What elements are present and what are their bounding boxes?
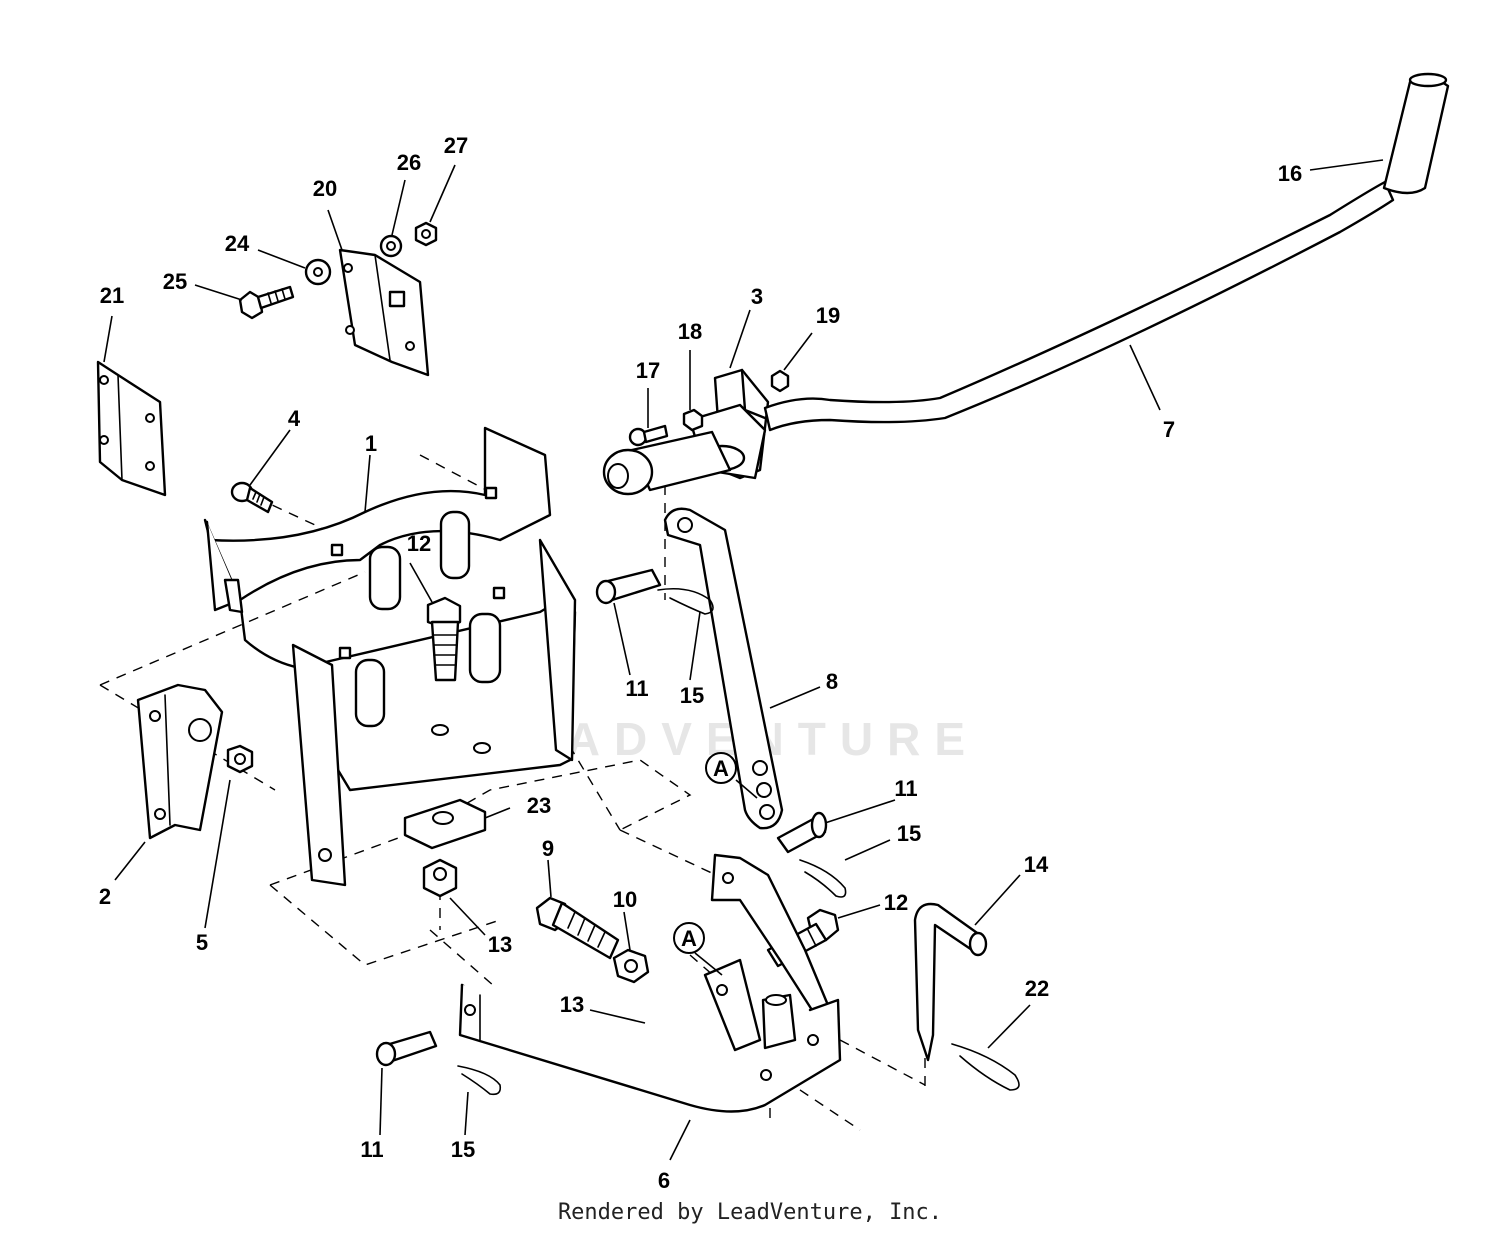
callout-27: 27 [444, 133, 468, 158]
callout-2: 2 [99, 884, 111, 909]
callout-10: 10 [613, 887, 637, 912]
front-bracket-6 [458, 853, 842, 1113]
bolt-12-upper [426, 596, 462, 682]
lock-washer-26 [379, 234, 403, 258]
lift-lever-rod-7 [763, 180, 1395, 432]
callout-12-upper: 12 [407, 531, 431, 556]
callout-11-upper: 11 [625, 676, 648, 701]
reference-marker-label: A [681, 926, 697, 951]
callout-8: 8 [826, 669, 838, 694]
callout-11-lower: 11 [360, 1137, 383, 1162]
screw-4 [230, 481, 274, 514]
nut-18 [682, 408, 704, 432]
plate-bracket-21 [96, 360, 167, 497]
callout-12-lower: 12 [884, 890, 908, 915]
hair-pin-15-mid [799, 859, 847, 898]
callout-7: 7 [1163, 417, 1175, 442]
callout-3: 3 [751, 284, 763, 309]
lock-nut-13-left [422, 858, 458, 898]
callout-4: 4 [288, 406, 301, 431]
lift-link-8 [663, 507, 784, 830]
clevis-pin-11-upper [595, 568, 662, 605]
callout-25: 25 [163, 269, 187, 294]
hair-pin-15-lower [457, 1065, 502, 1096]
pin-14 [913, 902, 988, 1062]
washer-24 [304, 258, 332, 286]
reference-marker-a-upper: A [705, 752, 737, 784]
handle-grip-16 [1382, 72, 1450, 195]
callout-17: 17 [636, 358, 660, 383]
hair-pin-15-upper [657, 587, 714, 615]
bolt-25 [238, 285, 295, 320]
hair-pin-22 [951, 1043, 1020, 1091]
callout-15-lower: 15 [451, 1137, 475, 1162]
callout-15-upper: 15 [680, 683, 704, 708]
hex-nut-27 [414, 221, 438, 247]
side-bracket [136, 683, 224, 840]
callout-13-left: 13 [488, 932, 512, 957]
callout-5: 5 [196, 930, 208, 955]
callout-14: 14 [1024, 852, 1049, 877]
screw-17 [628, 424, 669, 447]
square-plate-23 [403, 798, 487, 850]
callout-24: 24 [225, 231, 250, 256]
callout-18: 18 [678, 319, 702, 344]
bolt-9 [535, 896, 620, 960]
reference-marker-a-lower: A [673, 922, 705, 954]
clevis-pin-11-lower [375, 1030, 438, 1067]
lever-bracket-3 [602, 368, 770, 496]
callout-15-mid: 15 [897, 821, 921, 846]
callout-19: 19 [816, 303, 840, 328]
callout-22: 22 [1025, 976, 1049, 1001]
leader-lines [103, 159, 1384, 1161]
clevis-pin-11-mid [776, 811, 828, 854]
callout-6: 6 [658, 1168, 670, 1193]
callout-16: 16 [1278, 161, 1302, 186]
callout-1: 1 [365, 431, 377, 456]
callout-9: 9 [542, 836, 554, 861]
callout-23: 23 [527, 793, 551, 818]
hex-nut-10 [612, 948, 650, 984]
callout-26: 26 [397, 150, 421, 175]
footer-credit: Rendered by LeadVenture, Inc. [557, 1200, 943, 1225]
main-bracket [203, 426, 577, 887]
callout-13-lower: 13 [560, 992, 584, 1017]
reference-marker-label: A [713, 756, 729, 781]
callout-labels: 1 2 3 4 5 6 7 8 9 10 11 11 11 12 12 13 1… [99, 133, 1302, 1193]
nut-19 [770, 369, 790, 393]
hex-nut-5 [226, 744, 254, 774]
plate-bracket-20 [338, 248, 430, 377]
callout-21: 21 [100, 283, 124, 308]
callout-11-mid: 11 [894, 776, 917, 801]
callout-20: 20 [313, 176, 337, 201]
